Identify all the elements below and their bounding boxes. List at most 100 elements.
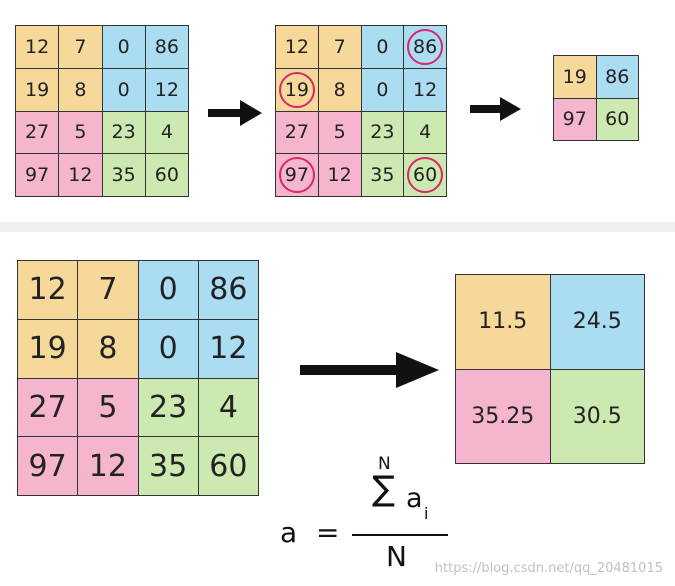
grid-cell: 8 xyxy=(318,68,361,111)
denominator: N xyxy=(386,540,407,573)
grid-cell: 4 xyxy=(198,378,258,437)
grid-cell: 11.5 xyxy=(456,275,550,369)
grid-cell: 0 xyxy=(102,68,145,111)
cell-value: 5 xyxy=(74,121,87,144)
sum-upper-limit: N xyxy=(378,454,391,474)
grid-cell: 60 xyxy=(596,98,638,140)
grid-cell: 35.25 xyxy=(456,369,550,463)
cell-value: 5 xyxy=(98,389,118,425)
grid-cell: 12 xyxy=(276,26,318,68)
grid-cell: 27 xyxy=(276,111,318,154)
cell-value: 86 xyxy=(209,272,248,308)
cell-value: 12 xyxy=(28,272,67,308)
cell-value: 86 xyxy=(154,35,179,58)
grid-cell: 8 xyxy=(78,319,138,378)
cell-value: 23 xyxy=(111,121,136,144)
grid-cell: 86 xyxy=(596,56,638,98)
cell-value: 4 xyxy=(160,121,173,144)
cell-value: 12 xyxy=(154,78,179,101)
cell-value: 19 xyxy=(28,331,67,367)
cell-value: 60 xyxy=(413,164,438,187)
right-arrow-icon xyxy=(300,352,439,388)
cell-value: 4 xyxy=(218,389,238,425)
grid-cell: 5 xyxy=(318,111,361,154)
cell-value: 19 xyxy=(25,78,50,101)
grid-cell: 97 xyxy=(276,154,318,196)
cell-value: 12 xyxy=(68,164,93,187)
grid-cell: 23 xyxy=(102,111,145,154)
cell-value: 12 xyxy=(209,331,248,367)
grid-cell: 86 xyxy=(198,261,258,319)
grid-cell: 12 xyxy=(318,154,361,196)
grid-cell: 27 xyxy=(18,378,78,437)
cell-value: 60 xyxy=(209,448,248,484)
grid-cell: 35 xyxy=(102,154,145,196)
cell-value: 60 xyxy=(154,164,179,187)
grid-cell: 7 xyxy=(59,26,102,68)
cell-value: 23 xyxy=(370,121,395,144)
cell-value: 30.5 xyxy=(572,403,622,429)
grid-cell: 0 xyxy=(361,68,404,111)
fraction-bar xyxy=(352,534,448,536)
grid-cell: 97 xyxy=(18,437,78,495)
cell-value: 7 xyxy=(98,272,118,308)
grid-cell: 35 xyxy=(138,437,198,495)
grid-cell: 12 xyxy=(18,261,78,319)
grid-cell: 86 xyxy=(404,26,446,68)
sum-subscript: i xyxy=(424,504,429,523)
cell-value: 97 xyxy=(562,108,587,131)
cell-value: 27 xyxy=(28,389,67,425)
max-pool-output-grid: 19 86 97 60 xyxy=(553,55,639,141)
formula-equals: = xyxy=(316,516,340,549)
cell-value: 86 xyxy=(413,35,438,58)
cell-value: 27 xyxy=(25,121,50,144)
grid-cell: 24.5 xyxy=(550,275,644,369)
cell-value: 12 xyxy=(327,164,352,187)
sum-term: a xyxy=(406,483,423,514)
cell-value: 8 xyxy=(333,78,346,101)
grid-cell: 0 xyxy=(102,26,145,68)
cell-value: 35.25 xyxy=(471,403,535,429)
grid-cell: 19 xyxy=(276,68,318,111)
grid-cell: 97 xyxy=(16,154,59,196)
grid-cell: 4 xyxy=(404,111,446,154)
grid-cell: 0 xyxy=(361,26,404,68)
grid-cell: 19 xyxy=(18,319,78,378)
cell-value: 5 xyxy=(333,121,346,144)
grid-cell: 12 xyxy=(78,437,138,495)
right-arrow-icon xyxy=(470,97,521,121)
grid-cell: 60 xyxy=(198,437,258,495)
cell-value: 19 xyxy=(562,65,587,88)
cell-value: 23 xyxy=(149,389,188,425)
average-formula: a = N ∑ a i N xyxy=(280,452,480,577)
grid-cell: 12 xyxy=(145,68,188,111)
cell-value: 8 xyxy=(74,78,87,101)
grid-cell: 35 xyxy=(361,154,404,196)
cell-value: 35 xyxy=(149,448,188,484)
cell-value: 0 xyxy=(117,35,130,58)
cell-value: 0 xyxy=(158,331,178,367)
cell-value: 27 xyxy=(284,121,309,144)
grid-cell: 12 xyxy=(198,319,258,378)
grid-cell: 12 xyxy=(59,154,102,196)
grid-cell: 5 xyxy=(78,378,138,437)
cell-value: 12 xyxy=(284,35,309,58)
cell-value: 7 xyxy=(333,35,346,58)
cell-value: 8 xyxy=(98,331,118,367)
cell-value: 35 xyxy=(370,164,395,187)
grid-cell: 23 xyxy=(361,111,404,154)
cell-value: 24.5 xyxy=(572,309,622,335)
grid-cell: 0 xyxy=(138,319,198,378)
grid-cell: 5 xyxy=(59,111,102,154)
grid-cell: 19 xyxy=(16,68,59,111)
grid-cell: 4 xyxy=(145,111,188,154)
grid-cell: 60 xyxy=(404,154,446,196)
grid-cell: 7 xyxy=(78,261,138,319)
cell-value: 12 xyxy=(413,78,438,101)
cell-value: 11.5 xyxy=(478,309,528,335)
cell-value: 0 xyxy=(376,78,389,101)
cell-value: 12 xyxy=(25,35,50,58)
